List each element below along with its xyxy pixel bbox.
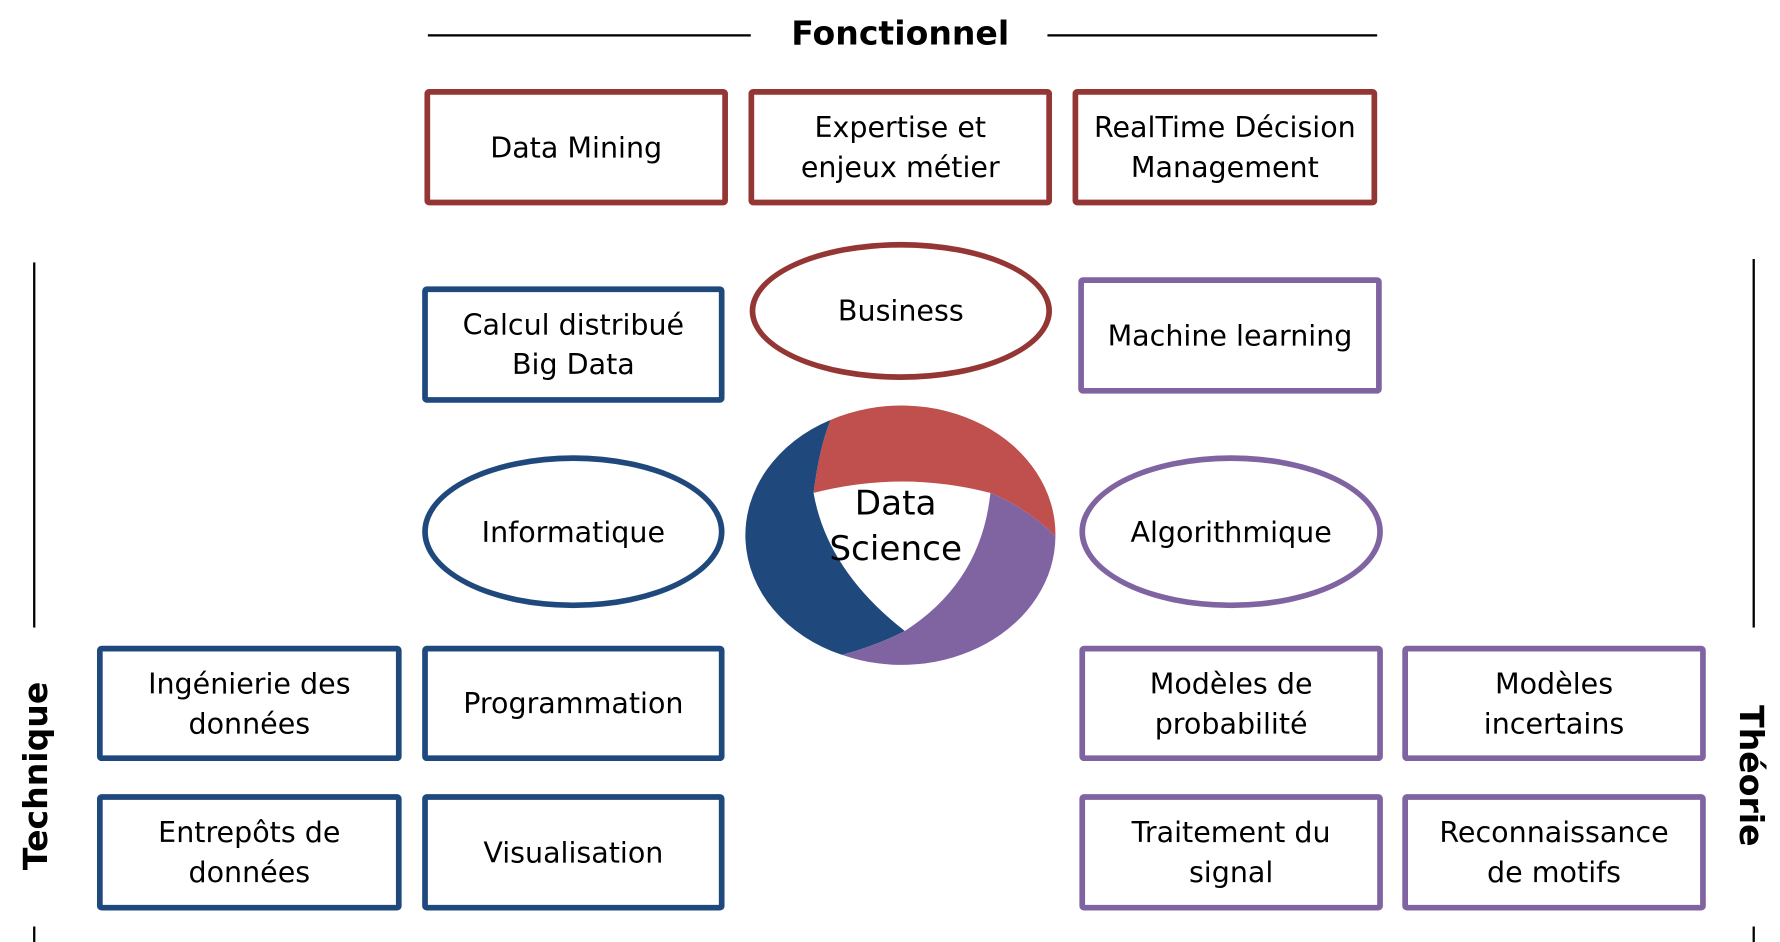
box-programmation: Programmation — [422, 645, 725, 762]
axis-label-fonctionnel: Fonctionnel — [791, 13, 1010, 53]
ellipse-informatique: Informatique — [422, 455, 725, 609]
axis-line-right-tick — [1752, 926, 1755, 942]
box-expertise-metier: Expertise et enjeux métier — [748, 88, 1053, 206]
box-traitement-signal: Traitement du signal — [1079, 794, 1383, 911]
box-data-mining: Data Mining — [424, 88, 728, 206]
logo-label: Data Science — [799, 482, 993, 573]
box-ingenierie-donnees: Ingénierie des données — [96, 645, 402, 762]
box-machine-learning: Machine learning — [1078, 277, 1382, 394]
logo-label-data: Data — [854, 483, 937, 524]
divider-line — [1047, 34, 1378, 37]
ellipse-business: Business — [749, 241, 1053, 380]
box-realtime-decision: RealTime Décision Management — [1072, 88, 1378, 206]
divider-line — [427, 34, 751, 37]
axis-line-right — [1752, 259, 1755, 628]
axis-line-left-tick — [33, 926, 36, 942]
box-modeles-probabilite: Modèles de probabilité — [1079, 645, 1383, 762]
box-reconnaissance-motifs: Reconnaissance de motifs — [1402, 794, 1706, 911]
ellipse-algorithmique: Algorithmique — [1079, 455, 1383, 609]
box-calcul-distribue: Calcul distribué Big Data — [422, 286, 725, 403]
logo-label-science: Science — [829, 529, 963, 570]
box-visualisation: Visualisation — [422, 794, 725, 911]
axis-line-left — [33, 262, 36, 628]
logo-segment-purple — [842, 492, 1056, 665]
box-entrepots-donnees: Entrepôts de données — [96, 794, 402, 911]
logo-segment-red — [813, 405, 1056, 537]
box-modeles-incertains: Modèles incertains — [1402, 645, 1706, 762]
logo-segment-blue — [745, 419, 905, 655]
